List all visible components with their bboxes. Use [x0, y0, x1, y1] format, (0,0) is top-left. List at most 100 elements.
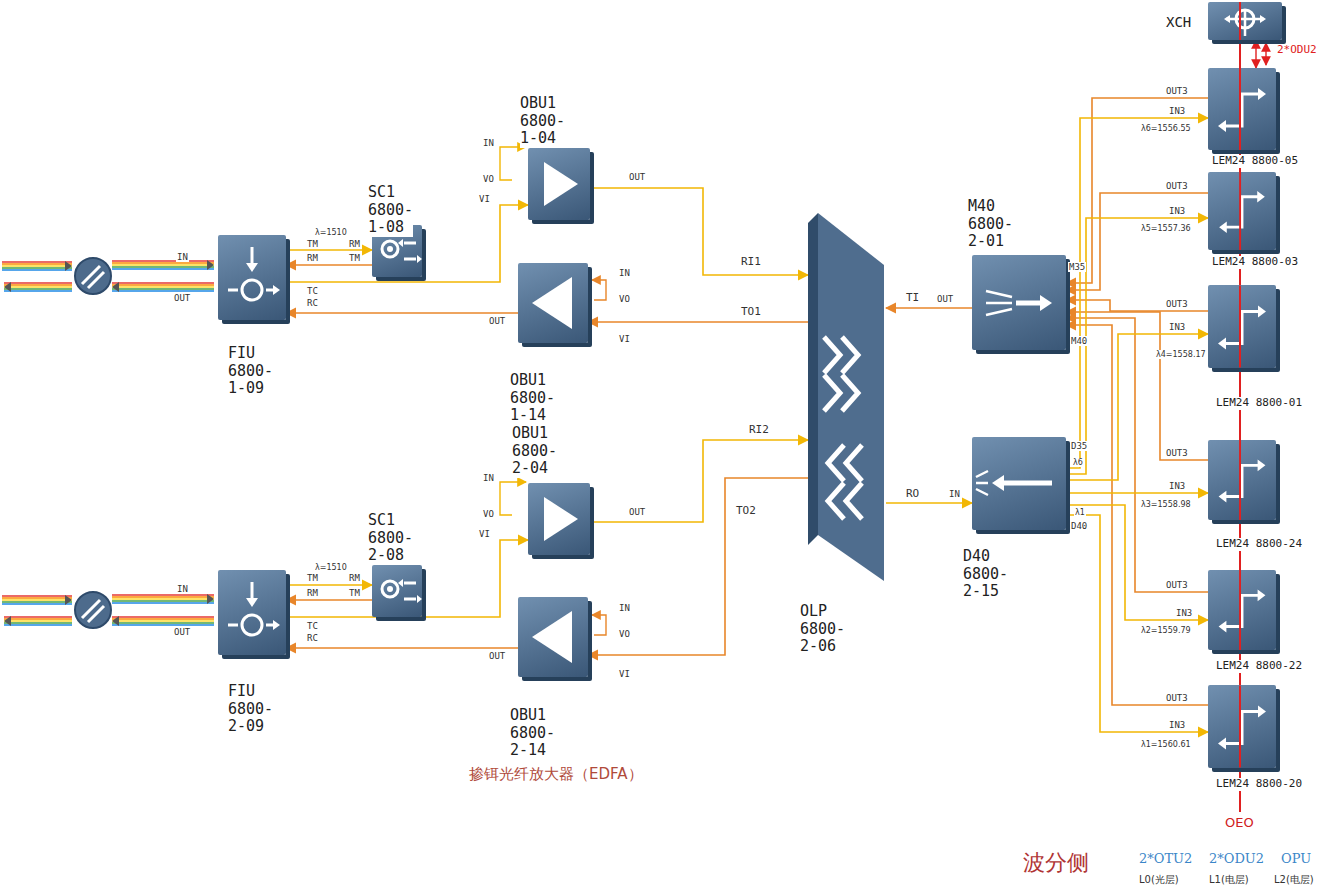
- fiber-connector: [1255, 40, 1256, 68]
- fiber-connector: [286, 599, 372, 601]
- fiber-connector: [886, 307, 972, 309]
- oeo-line: [1239, 8, 1241, 812]
- port-label: RM: [306, 588, 319, 598]
- fiber-arrow: [65, 595, 72, 605]
- port-label: OUT3: [1165, 580, 1189, 590]
- port-label: VO: [482, 174, 495, 184]
- port-label: IN: [618, 268, 631, 278]
- fiber-connector: [590, 440, 808, 522]
- port-label: IN: [176, 584, 189, 594]
- board-label: OBU1 6800-2-14: [510, 707, 555, 760]
- protection-board: OLP 6800-2-06: [808, 205, 886, 585]
- note-label: L2(电层): [1273, 874, 1315, 886]
- fiber-stroke: [4, 286, 72, 288]
- device-icon: [218, 235, 286, 320]
- fiber-stroke: [112, 260, 214, 262]
- board-box: OBU1 6800-2-14: [518, 597, 588, 677]
- port-label: D40: [1070, 521, 1088, 531]
- port-label: TM: [348, 588, 361, 598]
- fiber-arrow: [65, 261, 72, 271]
- device-icon: [1208, 685, 1276, 768]
- fiber-connector: [1066, 515, 1208, 732]
- board-box: D40 6800-2-15: [972, 437, 1066, 530]
- fiber-stroke: [112, 282, 214, 284]
- fiber-connector: [1066, 505, 1208, 620]
- board-label: D40 6800-2-15: [963, 548, 1008, 601]
- board-label: LEM24 8800-20: [1216, 778, 1302, 791]
- fiber-stroke: [112, 286, 214, 288]
- fiber-stroke: [4, 618, 72, 620]
- fiber-stroke: [2, 267, 72, 269]
- connector-label: RO: [905, 488, 920, 501]
- fiber-stroke: [4, 290, 72, 292]
- fiber-stroke: [112, 600, 214, 602]
- fiber-stroke: [4, 622, 72, 624]
- board-label: FIU 6800-1-09: [228, 345, 273, 398]
- port-label: OUT: [628, 172, 646, 182]
- fiber-connector: [886, 502, 972, 504]
- port-label: VI: [478, 194, 491, 204]
- board-box: XCH: [1208, 2, 1282, 40]
- board-box: LEM24 8800-01: [1208, 285, 1276, 368]
- port-label: RM: [348, 239, 361, 249]
- port-label: OUT3: [1165, 693, 1189, 703]
- note-label: 掺铒光纤放大器（EDFA）: [468, 765, 644, 783]
- fiber-stroke: [2, 265, 72, 267]
- port-label: D35: [1070, 441, 1088, 451]
- device-icon: [1208, 570, 1276, 650]
- fiber-stroke: [112, 624, 214, 626]
- wavelength-label: λ=1510: [314, 563, 348, 572]
- board-label: LEM24 8800-24: [1216, 538, 1302, 551]
- fiber-stroke: [112, 266, 214, 268]
- device-icon: [518, 597, 588, 677]
- port-label: TC: [306, 286, 319, 296]
- port-label: IN3: [1168, 322, 1186, 332]
- fiber-stroke: [2, 261, 72, 263]
- board-box: OBU1 6800-1-14: [518, 263, 588, 343]
- fiber-connector: [286, 312, 518, 314]
- board-box: SC1 6800-1-08: [372, 225, 422, 277]
- connector-label: RI2: [748, 424, 770, 437]
- note-label: OEO: [1224, 816, 1255, 831]
- fiber-connector: [588, 321, 808, 323]
- fiber-connector: [1066, 318, 1208, 592]
- port-label: IN: [482, 138, 495, 148]
- board-label: XCH: [1166, 14, 1191, 31]
- fiber-stroke: [112, 262, 214, 264]
- board-box: OBU1 6800-2-04: [528, 483, 590, 555]
- board-label: SC1 6800-1-08: [368, 184, 413, 237]
- port-label: OUT: [173, 293, 191, 303]
- fiber-arrow: [207, 594, 214, 604]
- wavelength-label: λ4=1558.17: [1155, 350, 1207, 359]
- fiber-stroke: [4, 620, 72, 622]
- loopback: [500, 147, 526, 180]
- device-icon: [1208, 440, 1276, 520]
- coupler-symbol: [75, 258, 111, 628]
- fiber-arrow: [4, 616, 11, 626]
- port-label: M35: [1068, 262, 1086, 272]
- port-label: RC: [306, 298, 319, 308]
- fiber-stroke: [112, 622, 214, 624]
- fiber-stroke: [4, 288, 72, 290]
- port-label: OUT: [488, 316, 506, 326]
- fiber-stroke: [112, 288, 214, 290]
- port-label: VI: [478, 529, 491, 539]
- board-label: LEM24 8800-01: [1216, 397, 1302, 410]
- port-label: RC: [306, 633, 319, 643]
- board-label: OBU1 6800-1-04: [520, 95, 565, 148]
- board-box: LEM24 8800-03: [1208, 172, 1276, 250]
- connector-label: TO1: [740, 306, 762, 319]
- fiber-stroke: [112, 616, 214, 618]
- device-icon: [218, 570, 286, 655]
- fiber-arrow: [207, 260, 214, 270]
- fiber-connector: [286, 264, 372, 266]
- board-box: LEM24 8800-20: [1208, 685, 1276, 768]
- board-box: LEM24 8800-22: [1208, 570, 1276, 650]
- device-icon: [528, 148, 590, 220]
- fiber-stroke: [4, 624, 72, 626]
- fiber-arrow: [112, 616, 119, 626]
- board-box: FIU 6800-2-09: [218, 570, 286, 655]
- device-icon: [972, 437, 1066, 530]
- fiber-connector: [1066, 98, 1208, 283]
